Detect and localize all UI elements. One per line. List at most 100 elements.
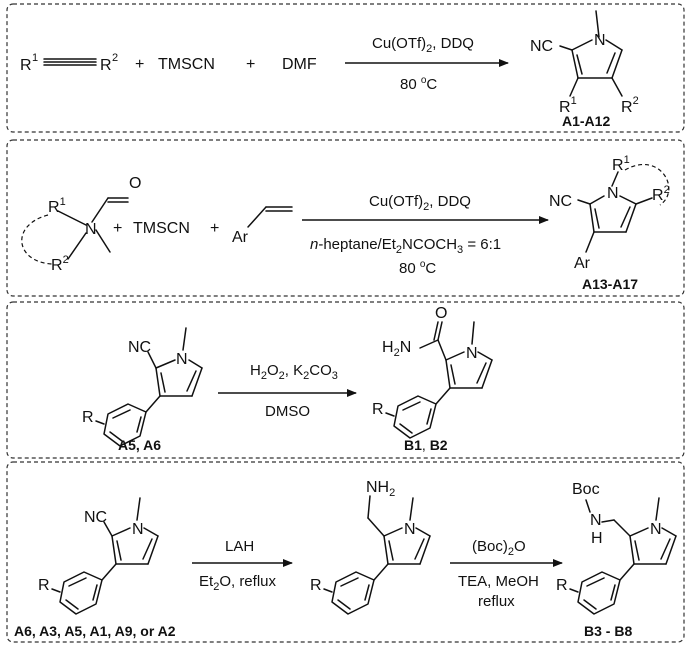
conditions-step2-bottom: TEA, MeOH xyxy=(458,573,539,590)
panel-2: R1 N O R2 + TMSCN + Ar Cu(OTf)2, DDQ n-h… xyxy=(6,139,685,297)
ar-label: Ar xyxy=(574,255,591,272)
conditions-mid-part: = 6:1 xyxy=(463,236,501,253)
compound-label-b3-b8: B3 - B8 xyxy=(584,623,632,639)
boc-label: Boc xyxy=(572,481,600,498)
r2-label: R2 xyxy=(621,95,639,116)
conditions-part: (Boc) xyxy=(472,538,508,555)
conditions-top-part: Cu(OTf) xyxy=(372,35,426,52)
compound-label-part: , xyxy=(422,437,430,453)
conditions-top: H2O2, K2CO3 xyxy=(250,362,338,382)
conditions-part: 2 xyxy=(213,581,219,593)
conditions-top-part: O xyxy=(267,362,279,379)
amide-pyrrole-product: O H2N N R xyxy=(372,305,493,439)
r-label-part: R xyxy=(612,157,624,174)
conditions-top-part: 2 xyxy=(303,370,309,382)
formamide-reactant: R1 N O R2 xyxy=(21,175,141,274)
r-label: R xyxy=(556,577,568,594)
r-label-part: 2 xyxy=(633,95,639,107)
panel-1-border xyxy=(6,3,685,133)
nc-label: NC xyxy=(530,38,553,55)
r-label-part: 1 xyxy=(571,95,577,107)
conditions-mid-part: NCOCH xyxy=(402,236,457,253)
dmf-label: DMF xyxy=(282,56,317,73)
r-label: R1 xyxy=(48,196,66,216)
conditions-mid-part: -heptane/Et xyxy=(318,236,396,253)
conditions-top-part: 2 xyxy=(423,201,429,213)
conditions-bottom-part: o xyxy=(421,75,427,86)
conditions-part: O xyxy=(514,538,526,555)
conditions-step1-bottom: Et2O, reflux xyxy=(199,573,276,593)
conditions-step1-top: LAH xyxy=(225,538,254,555)
nc-label: NC xyxy=(128,339,151,356)
panel-1: R 1 R 2 + TMSCN + DMF Cu(OTf)2, DDQ 80 o… xyxy=(6,3,685,133)
nh-h-label: H xyxy=(591,530,603,547)
plus-sign: + xyxy=(210,220,219,237)
conditions-solvent: n-heptane/Et2NCOCH3 = 6:1 xyxy=(310,236,501,256)
alkyne-r-label: R xyxy=(20,57,32,74)
conditions-part: 2 xyxy=(508,546,514,558)
conditions-bottom-part: C xyxy=(425,260,436,277)
product-pyrrole: NC N R1 R2 xyxy=(530,10,639,116)
n-atom-label: N xyxy=(607,185,619,202)
plus-sign: + xyxy=(246,56,255,73)
conditions-top-part: 2 xyxy=(261,370,267,382)
r-label-part: R xyxy=(621,99,633,116)
n-atom-label: N xyxy=(176,351,188,368)
cyano-pyrrole-reactant: NC N R xyxy=(38,497,159,615)
nc-label: NC xyxy=(549,193,572,210)
h2n-label-part: H xyxy=(382,339,394,356)
conditions-top-part: CO xyxy=(309,362,332,379)
compound-label-a5-a6: A5, A6 xyxy=(118,437,161,453)
r-label-part: R xyxy=(559,99,571,116)
alkyne-r-label-2: R xyxy=(100,57,112,74)
conditions-bottom-part: C xyxy=(426,76,437,93)
conditions-mid-part: 3 xyxy=(457,244,463,256)
r-label: R1 xyxy=(612,154,630,174)
r-label: R xyxy=(82,409,94,426)
n-atom-label: N xyxy=(650,521,662,538)
n-atom-label: N xyxy=(132,521,144,538)
plus-sign: + xyxy=(135,56,144,73)
conditions-bottom-part: o xyxy=(420,259,426,270)
compound-label-a1-a12: A1-A12 xyxy=(562,113,610,129)
r-label: R xyxy=(38,577,50,594)
product-pyrrole: NC N R1 R 2 Ar xyxy=(549,154,670,272)
conditions-part: Et xyxy=(199,573,214,590)
r-label: R2 xyxy=(51,254,69,274)
h2n-label-part: 2 xyxy=(394,347,400,359)
nh2-label-part: 2 xyxy=(389,487,395,499)
nh-n-label: N xyxy=(590,512,602,529)
conditions-top-part: , DDQ xyxy=(429,193,471,210)
panel-4-border xyxy=(6,461,685,643)
r-label-part: 2 xyxy=(63,254,69,266)
conditions-top: Cu(OTf)2, DDQ xyxy=(369,193,471,213)
r-label-part: 1 xyxy=(624,154,630,166)
conditions-top-part: Cu(OTf) xyxy=(369,193,423,210)
conditions-mid-part: n xyxy=(310,236,318,253)
n-atom-label: N xyxy=(85,221,97,238)
r-label-part: 2 xyxy=(664,184,670,196)
alkyne-r1-superscript: 1 xyxy=(32,52,38,64)
nc-label: NC xyxy=(84,509,107,526)
tmscn-label: TMSCN xyxy=(158,56,215,73)
n-atom-label: N xyxy=(466,345,478,362)
conditions-step2-top: (Boc)2O xyxy=(472,538,526,558)
h2n-label: H2N xyxy=(382,339,411,359)
plus-sign: + xyxy=(113,220,122,237)
boc-amine-pyrrole-product: Boc N H N R xyxy=(556,481,677,615)
o-atom-label: O xyxy=(435,305,447,322)
nh2-label-part: NH xyxy=(366,479,389,496)
conditions-bottom: 80 oC xyxy=(400,75,437,93)
panel-3: NC N R A5, A6 H2O2, K2CO3 DMSO xyxy=(6,301,685,459)
tmscn-label: TMSCN xyxy=(133,220,190,237)
conditions-top-part: , DDQ xyxy=(432,35,474,52)
r-label-part: 1 xyxy=(60,196,66,208)
conditions-top-part: H xyxy=(250,362,261,379)
compound-label-b1-b2: B1, B2 xyxy=(404,437,448,453)
compound-label-part: B1 xyxy=(404,437,422,453)
alkyne-r2-superscript: 2 xyxy=(112,52,118,64)
conditions-top: Cu(OTf)2, DDQ xyxy=(372,35,474,55)
r-label-part: R xyxy=(48,199,60,216)
h2n-label-part: N xyxy=(400,339,412,356)
